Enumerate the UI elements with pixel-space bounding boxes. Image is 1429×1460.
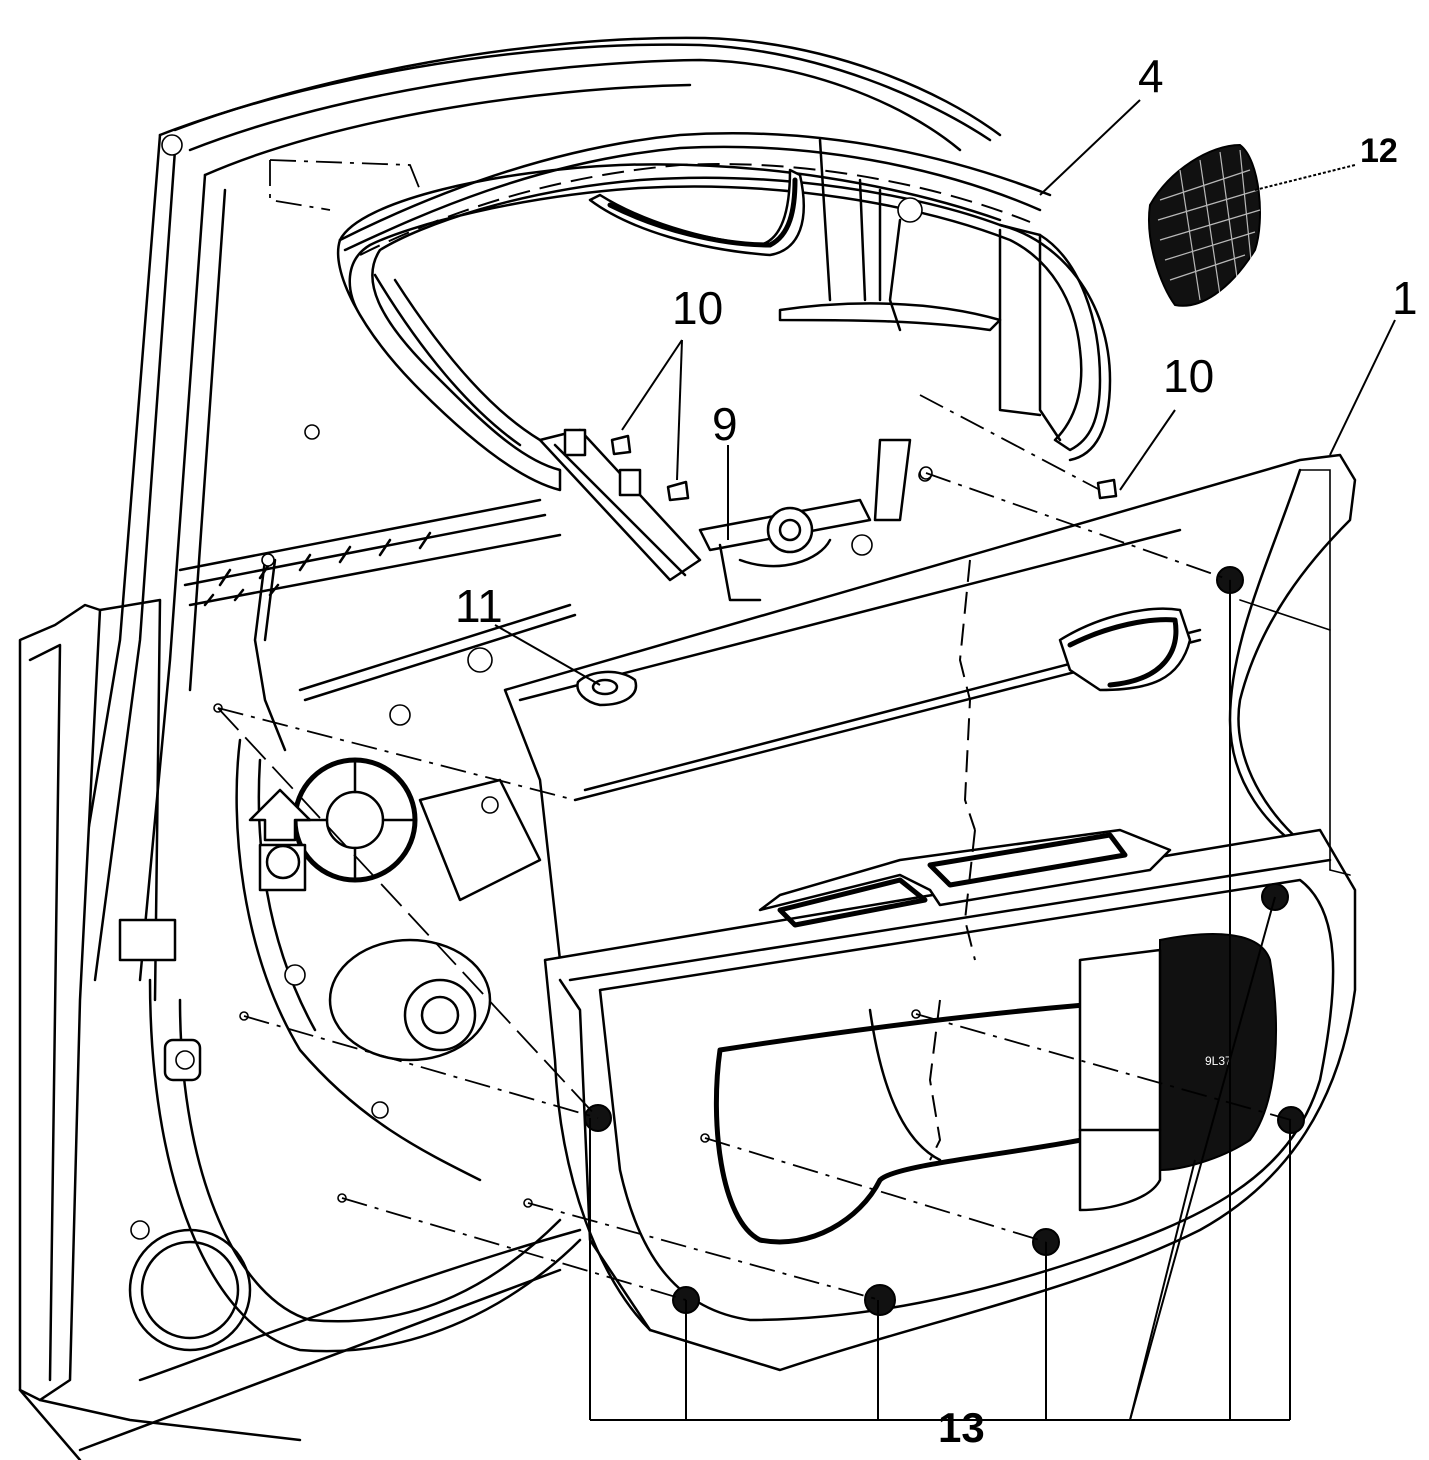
callout-9: 9: [712, 398, 738, 450]
callout-4: 4: [1138, 50, 1164, 102]
callout-12: 12: [1360, 132, 1398, 170]
door-shell: [18, 36, 1002, 1460]
push-pin: [864, 1284, 896, 1316]
callout-10-left: 10: [672, 282, 723, 334]
callout-11: 11: [455, 580, 503, 632]
inside-handle-assembly: [698, 438, 932, 602]
leader-lines: [494, 99, 1396, 1421]
callout-labels: 4 12 1 10 10 9 11 13: [455, 50, 1418, 1451]
callout-1: 1: [1392, 272, 1418, 324]
callout-13: 13: [938, 1404, 985, 1451]
sound-insulator-pad: [1148, 143, 1261, 307]
callout-10-right: 10: [1163, 350, 1214, 402]
speaker-grille-mark: 9L37: [1205, 1054, 1232, 1068]
window-regulator: [213, 553, 542, 1208]
window-frame-trim: [336, 132, 1112, 582]
door-trim-panel: 9L37: [503, 453, 1357, 1372]
alignment-lines: [217, 394, 1351, 1301]
